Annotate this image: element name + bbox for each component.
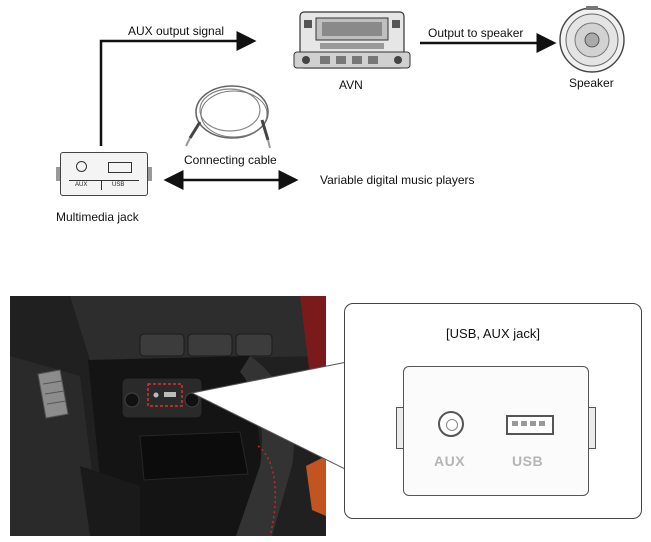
speaker-icon [559, 6, 625, 73]
multimedia-jack-icon: AUX USB [56, 152, 152, 196]
speaker-label: Speaker [569, 76, 614, 90]
mj-aux-text: AUX [75, 182, 88, 188]
diagram-connectors [99, 31, 557, 190]
output-to-speaker-label: Output to speaker [428, 26, 524, 40]
connecting-cable-icon [185, 85, 271, 149]
usb-text: USB [512, 453, 544, 469]
usb-port [506, 415, 554, 435]
aux-output-arrow [99, 31, 257, 146]
aux-output-label: AUX output signal [128, 24, 225, 38]
mj-usb-text: USB [112, 182, 125, 188]
aux-port [438, 411, 464, 437]
multimedia-jack-label: Multimedia jack [56, 210, 139, 224]
connecting-cable-label: Connecting cable [184, 153, 277, 167]
avn-unit-icon [293, 11, 411, 69]
music-players-label: Variable digital music players [320, 173, 475, 187]
mj-usb-port [108, 162, 132, 173]
usb-aux-callout: [USB, AUX jack] AUX USB [344, 303, 642, 519]
console-photo [10, 296, 326, 536]
mj-aux-port [76, 161, 87, 172]
callout-title: [USB, AUX jack] [446, 326, 540, 341]
usb-aux-jack-panel: AUX USB [396, 366, 596, 496]
avn-label: AVN [339, 78, 363, 92]
aux-text: AUX [434, 453, 466, 469]
